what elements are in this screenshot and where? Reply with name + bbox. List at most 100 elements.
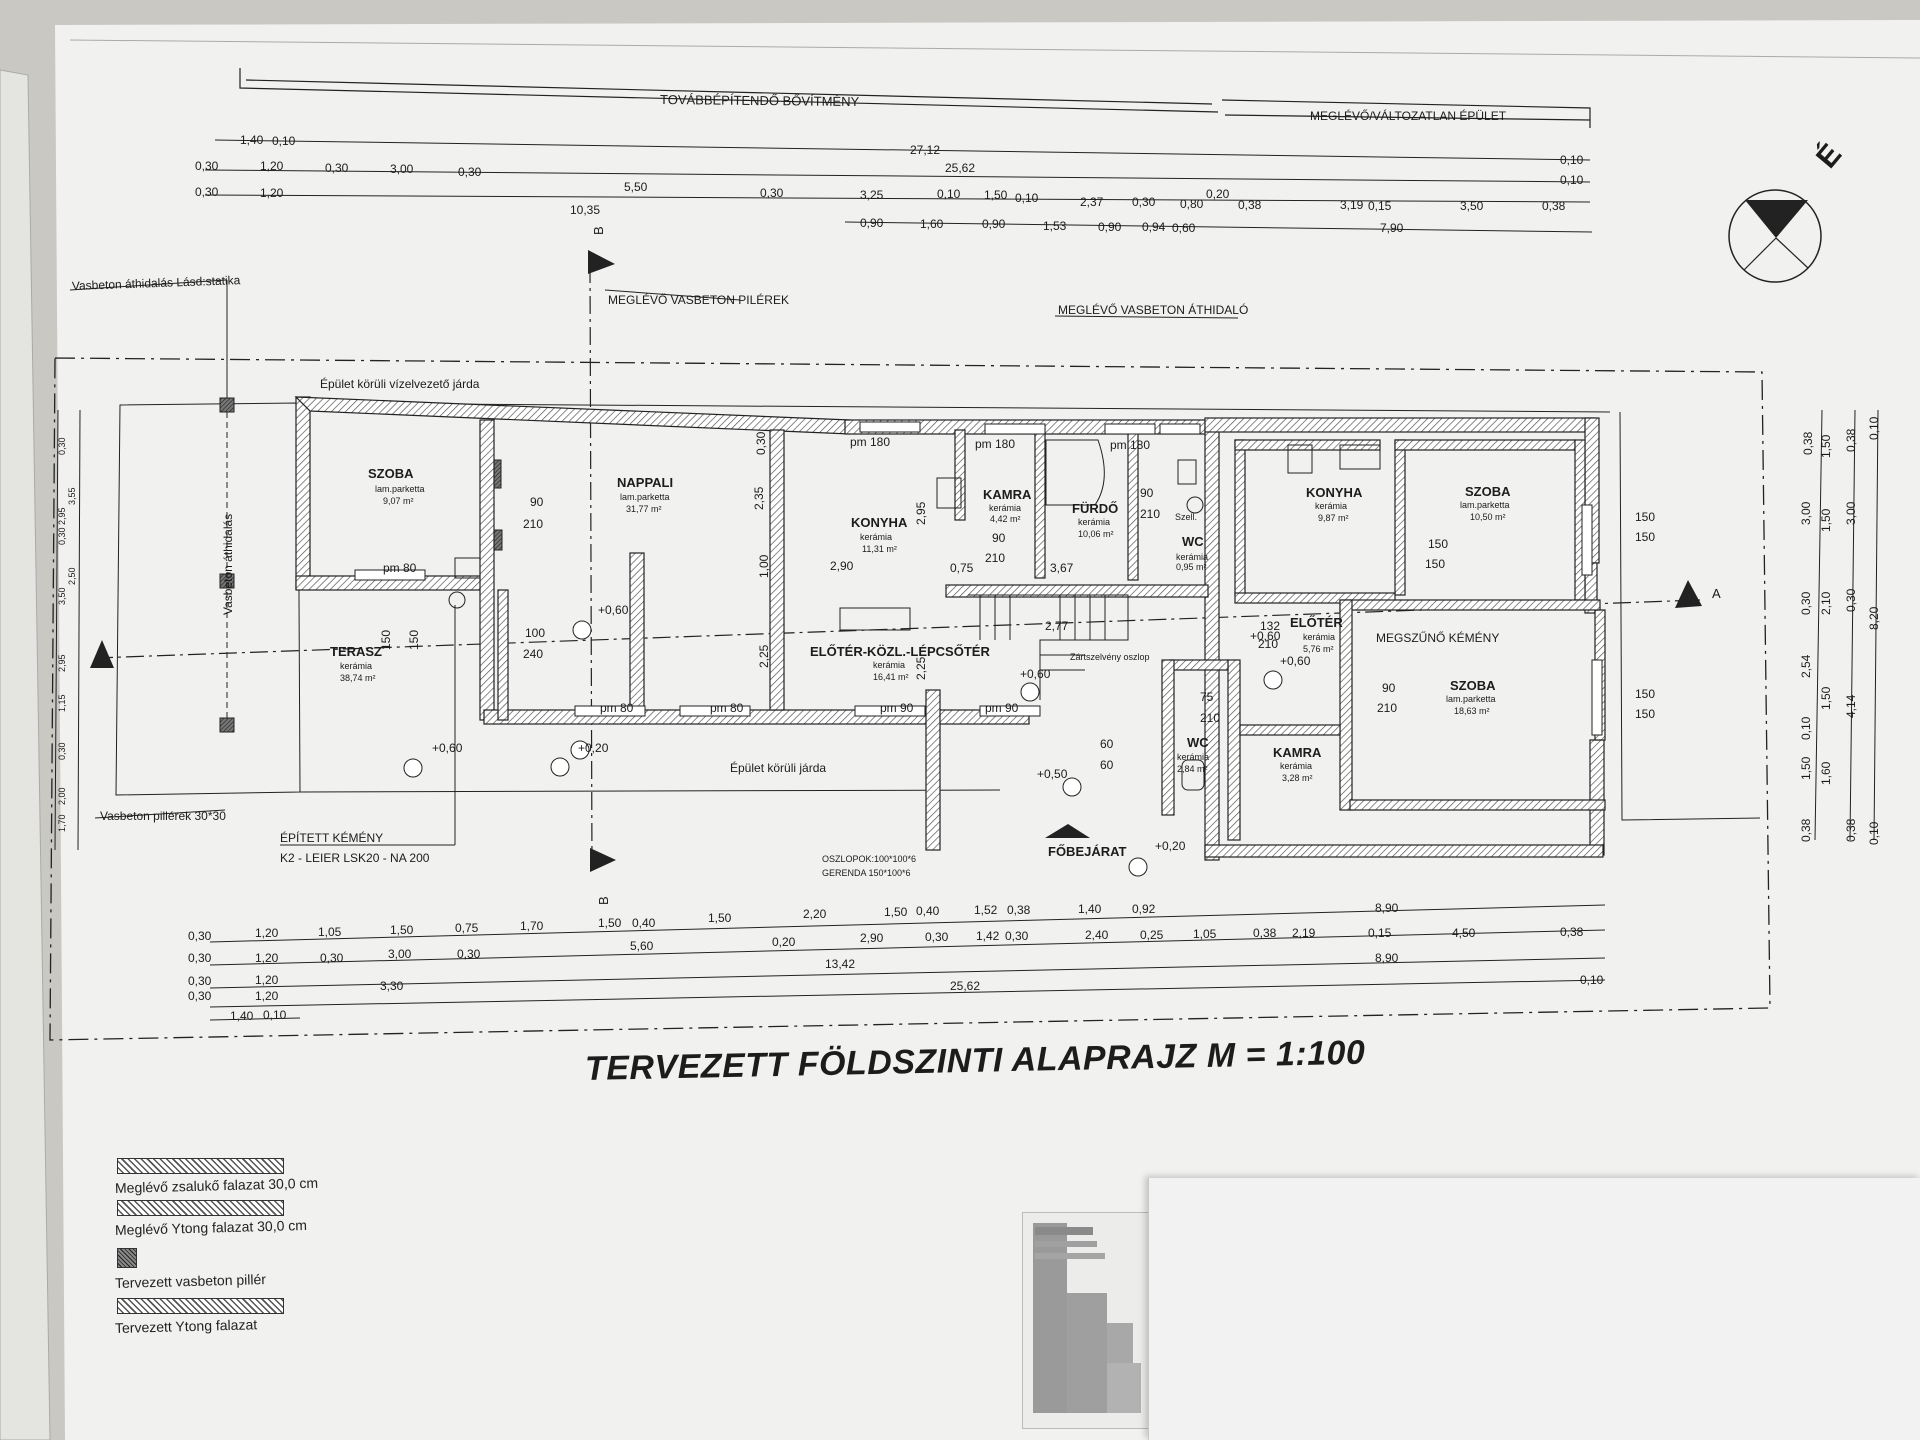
svg-text:kerámia: kerámia — [989, 503, 1021, 513]
svg-text:1,60: 1,60 — [1819, 761, 1833, 785]
legend-swatch-planned-ytong — [117, 1298, 284, 1314]
svg-text:0,38: 0,38 — [1799, 818, 1813, 842]
svg-text:kerámia: kerámia — [1303, 632, 1335, 642]
svg-text:Vasbeton áthidalás: Vasbeton áthidalás — [221, 514, 235, 615]
svg-text:lam.parketta: lam.parketta — [1460, 500, 1510, 510]
svg-text:0,30: 0,30 — [188, 951, 212, 965]
svg-text:0,30: 0,30 — [57, 437, 67, 455]
svg-text:0,95 m²: 0,95 m² — [1176, 562, 1207, 572]
svg-text:0,38: 0,38 — [1844, 818, 1858, 842]
left-dimension-lines — [54, 409, 81, 851]
svg-text:2,90: 2,90 — [830, 559, 854, 573]
svg-text:0,38: 0,38 — [1542, 199, 1566, 213]
svg-text:pm 90: pm 90 — [880, 701, 914, 715]
svg-text:+0,60: +0,60 — [1020, 667, 1051, 681]
svg-text:0,30: 0,30 — [195, 159, 219, 173]
svg-text:25,62: 25,62 — [950, 979, 980, 993]
svg-text:0,30: 0,30 — [457, 947, 481, 961]
svg-text:SZOBA: SZOBA — [1465, 484, 1511, 499]
svg-text:2,54: 2,54 — [1799, 654, 1813, 678]
svg-text:3,19: 3,19 — [1340, 198, 1364, 212]
svg-text:8,20: 8,20 — [1867, 606, 1881, 630]
svg-text:0,60: 0,60 — [1172, 221, 1196, 235]
svg-text:210: 210 — [985, 551, 1005, 565]
svg-text:pm 180: pm 180 — [975, 437, 1015, 451]
svg-text:2,95: 2,95 — [57, 654, 67, 672]
svg-text:SZOBA: SZOBA — [1450, 678, 1496, 693]
svg-text:2,77: 2,77 — [1045, 619, 1069, 633]
title-block-stamp — [1022, 1212, 1156, 1429]
level-markers — [403, 620, 1283, 877]
windows — [354, 421, 1603, 736]
svg-text:ELŐTÉR-KÖZL.-LÉPCSŐTÉR: ELŐTÉR-KÖZL.-LÉPCSŐTÉR — [810, 644, 990, 659]
svg-text:1,40: 1,40 — [230, 1009, 254, 1023]
svg-text:1,50: 1,50 — [1799, 756, 1813, 780]
svg-text:75: 75 — [1200, 690, 1214, 704]
svg-text:1,52: 1,52 — [974, 903, 998, 917]
svg-text:0,10: 0,10 — [263, 1008, 287, 1022]
svg-text:K2 - LEIER LSK20 - NA 200: K2 - LEIER LSK20 - NA 200 — [280, 851, 430, 865]
svg-text:2,50: 2,50 — [67, 567, 77, 585]
svg-text:MEGLÉVŐ VASBETON PILÉREK: MEGLÉVŐ VASBETON PILÉREK — [608, 292, 789, 307]
svg-text:0,80: 0,80 — [1180, 197, 1204, 211]
paper-envelope — [1148, 1178, 1920, 1440]
svg-text:210: 210 — [523, 517, 543, 531]
svg-text:3,25: 3,25 — [860, 188, 884, 202]
svg-text:FÜRDŐ: FÜRDŐ — [1072, 501, 1118, 516]
svg-text:0,38: 0,38 — [1007, 903, 1031, 917]
svg-text:10,35: 10,35 — [570, 203, 600, 217]
svg-text:KONYHA: KONYHA — [1306, 485, 1363, 500]
svg-text:+0,60: +0,60 — [432, 741, 463, 755]
svg-text:0,30: 0,30 — [188, 974, 212, 988]
svg-text:1,50: 1,50 — [1819, 508, 1833, 532]
svg-text:KAMRA: KAMRA — [983, 487, 1032, 502]
svg-text:150: 150 — [1425, 557, 1445, 571]
top-dimension-text-r2: 0,30 1,20 0,30 3,00 0,30 25,62 0,10 — [195, 153, 1584, 179]
svg-text:3,00: 3,00 — [1844, 501, 1858, 525]
svg-text:pm 180: pm 180 — [1110, 438, 1150, 452]
svg-text:0,25: 0,25 — [1140, 928, 1164, 942]
svg-text:31,77 m²: 31,77 m² — [626, 504, 662, 514]
svg-text:0,94: 0,94 — [1142, 220, 1166, 234]
header-extension: TOVÁBBÉPÍTENDŐ BŐVÍTMÉNY — [660, 92, 860, 109]
svg-text:132: 132 — [1260, 619, 1280, 633]
svg-text:3,50: 3,50 — [57, 587, 67, 605]
svg-text:0,90: 0,90 — [1098, 220, 1122, 234]
svg-text:150: 150 — [1635, 530, 1655, 544]
bottom-dimension-text-r1: 0,30 1,20 1,05 1,50 0,75 1,70 1,50 0,40 … — [188, 901, 1399, 943]
svg-text:1,50: 1,50 — [708, 911, 732, 925]
svg-text:5,50: 5,50 — [624, 180, 648, 194]
svg-text:0,10: 0,10 — [1015, 191, 1039, 205]
svg-text:kerámia: kerámia — [1177, 752, 1209, 762]
svg-text:2,20: 2,20 — [803, 907, 827, 921]
svg-text:18,63 m²: 18,63 m² — [1454, 706, 1490, 716]
top-dimension-text-r4: 10,35 0,90 1,60 0,90 1,53 0,90 0,94 0,60… — [570, 203, 1404, 235]
svg-text:0,30: 0,30 — [188, 989, 212, 1003]
svg-text:0,40: 0,40 — [916, 904, 940, 918]
svg-text:0,10: 0,10 — [272, 134, 296, 148]
svg-text:9,07 m²: 9,07 m² — [383, 496, 414, 506]
svg-text:150: 150 — [407, 630, 421, 650]
svg-text:0,30: 0,30 — [320, 951, 344, 965]
svg-text:2,95: 2,95 — [914, 501, 928, 525]
svg-text:2,10: 2,10 — [1819, 591, 1833, 615]
top-dimension-lines — [204, 139, 1593, 233]
svg-text:0,75: 0,75 — [950, 561, 974, 575]
svg-text:NAPPALI: NAPPALI — [617, 475, 673, 490]
header-existing: MEGLÉVŐ/VÁLTOZATLAN ÉPÜLET — [1310, 108, 1507, 123]
legend-swatch-pillar — [117, 1248, 137, 1268]
main-entrance-icon — [1045, 824, 1090, 838]
bottom-dimension-text-r3: 0,30 1,20 13,42 8,90 — [188, 951, 1399, 988]
svg-text:8,90: 8,90 — [1375, 951, 1399, 965]
svg-text:5,60: 5,60 — [630, 939, 654, 953]
svg-text:1,50: 1,50 — [1819, 434, 1833, 458]
svg-text:10,50 m²: 10,50 m² — [1470, 512, 1506, 522]
